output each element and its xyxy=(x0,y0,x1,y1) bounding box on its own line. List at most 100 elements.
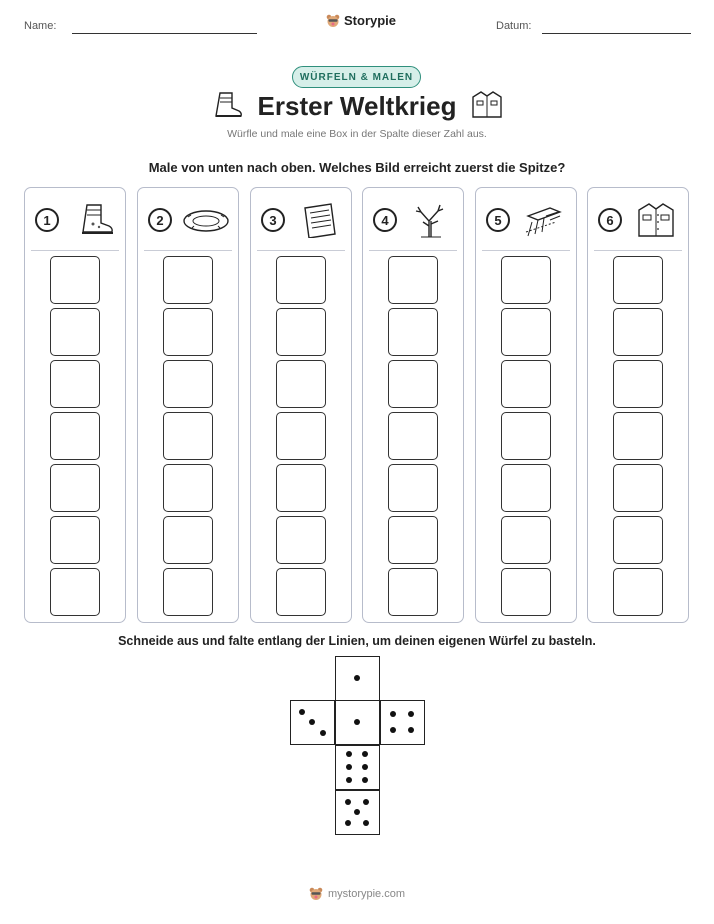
column-divider xyxy=(31,250,119,251)
column-2: 2 xyxy=(137,187,239,623)
footer-url: mystorypie.com xyxy=(327,888,406,900)
dice-pip xyxy=(344,819,351,826)
dice-face xyxy=(380,700,425,745)
paint-box[interactable] xyxy=(501,256,551,304)
column-1: 1 xyxy=(24,187,126,623)
column-5: 5 xyxy=(475,187,577,623)
paint-box[interactable] xyxy=(276,464,326,512)
name-field[interactable] xyxy=(72,33,257,34)
paint-box[interactable] xyxy=(501,308,551,356)
column-divider xyxy=(369,250,457,251)
dice-face xyxy=(290,700,335,745)
paint-box[interactable] xyxy=(50,360,100,408)
paint-box[interactable] xyxy=(613,308,663,356)
column-6: 6 xyxy=(587,187,689,623)
dice-pip xyxy=(319,729,326,736)
paint-box[interactable] xyxy=(50,308,100,356)
paint-box[interactable] xyxy=(613,256,663,304)
paint-box[interactable] xyxy=(163,568,213,616)
paint-box[interactable] xyxy=(388,308,438,356)
date-field[interactable] xyxy=(542,33,691,34)
instruction-text: Male von unten nach oben. Welches Bild e… xyxy=(148,160,566,175)
uniform-jacket-icon xyxy=(638,203,674,237)
trench-icon xyxy=(525,207,562,237)
dice-pip xyxy=(345,776,352,783)
column-divider xyxy=(257,250,345,251)
column-number: 6 xyxy=(598,208,622,232)
dice-pip xyxy=(354,809,360,815)
cut-instruction: Schneide aus und falte entlang der Linie… xyxy=(118,634,596,648)
paint-box[interactable] xyxy=(613,360,663,408)
column-divider xyxy=(144,250,232,251)
paint-box[interactable] xyxy=(613,516,663,564)
paint-box[interactable] xyxy=(613,412,663,460)
paint-box[interactable] xyxy=(163,308,213,356)
paint-box[interactable] xyxy=(501,412,551,460)
paint-box[interactable] xyxy=(163,412,213,460)
dice-pip xyxy=(363,798,370,805)
dice-pip xyxy=(354,719,360,725)
column-number: 2 xyxy=(148,208,172,232)
paint-box[interactable] xyxy=(50,516,100,564)
brand-name: Storypie xyxy=(344,13,397,28)
dice-face xyxy=(335,700,380,745)
footer: mystorypie.com xyxy=(0,887,714,901)
paint-box[interactable] xyxy=(388,516,438,564)
column-number: 3 xyxy=(261,208,285,232)
column-divider xyxy=(594,250,682,251)
paint-box[interactable] xyxy=(388,464,438,512)
paint-box[interactable] xyxy=(276,360,326,408)
paint-box[interactable] xyxy=(388,256,438,304)
paint-box[interactable] xyxy=(388,360,438,408)
dice-pip xyxy=(345,751,352,758)
paint-box[interactable] xyxy=(501,568,551,616)
paint-box[interactable] xyxy=(50,412,100,460)
paint-box[interactable] xyxy=(276,412,326,460)
column-4: 4 xyxy=(362,187,464,623)
dice-pip xyxy=(298,708,305,715)
paint-box[interactable] xyxy=(163,256,213,304)
dice-pip xyxy=(344,798,351,805)
boot-icon xyxy=(82,204,113,234)
paint-box[interactable] xyxy=(501,516,551,564)
brand-logo: Storypie xyxy=(326,13,396,28)
crater-icon xyxy=(183,210,229,232)
dice-pip xyxy=(309,719,315,725)
paint-box[interactable] xyxy=(163,516,213,564)
column-number: 1 xyxy=(35,208,59,232)
dice-pip xyxy=(354,675,360,681)
paint-box[interactable] xyxy=(276,256,326,304)
dice-face xyxy=(335,790,380,835)
activity-badge: WÜRFELN & MALEN xyxy=(292,66,421,88)
paint-box[interactable] xyxy=(50,464,100,512)
paint-box[interactable] xyxy=(163,464,213,512)
column-3: 3 xyxy=(250,187,352,623)
paint-box[interactable] xyxy=(613,464,663,512)
boot-icon xyxy=(215,92,242,117)
column-number: 4 xyxy=(373,208,397,232)
paint-box[interactable] xyxy=(501,464,551,512)
dice-face xyxy=(335,656,380,701)
paint-box[interactable] xyxy=(50,256,100,304)
bear-logo-icon xyxy=(309,887,323,900)
dice-pip xyxy=(362,751,369,758)
uniform-jacket-icon xyxy=(472,91,502,118)
paint-box[interactable] xyxy=(613,568,663,616)
paint-box[interactable] xyxy=(50,568,100,616)
page-title: Erster Weltkrieg xyxy=(257,91,457,121)
paint-box[interactable] xyxy=(388,568,438,616)
paint-box[interactable] xyxy=(501,360,551,408)
paint-box[interactable] xyxy=(163,360,213,408)
column-divider xyxy=(482,250,570,251)
column-number: 5 xyxy=(486,208,510,232)
dice-pip xyxy=(408,727,415,734)
name-label: Name: xyxy=(24,20,57,32)
paint-box[interactable] xyxy=(388,412,438,460)
letter-icon xyxy=(304,203,336,238)
paint-box[interactable] xyxy=(276,516,326,564)
dice-pip xyxy=(408,710,415,717)
paint-box[interactable] xyxy=(276,568,326,616)
paint-box[interactable] xyxy=(276,308,326,356)
bare-tree-icon xyxy=(415,204,444,238)
dice-pip xyxy=(362,764,369,770)
